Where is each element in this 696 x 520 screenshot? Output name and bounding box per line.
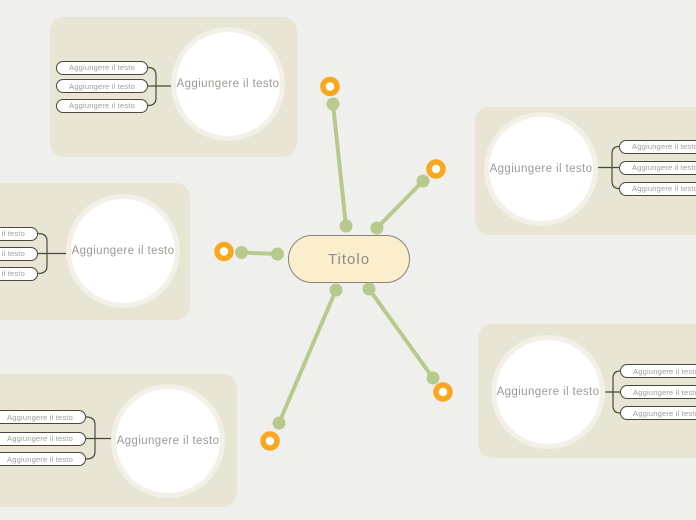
branch-line [367,287,435,380]
pill-label: Aggiungere il testo [633,387,696,397]
topic-circle-bottom-left[interactable]: Aggiungere il testo [111,384,225,498]
topic-label: Aggiungere il testo [176,78,280,90]
subtopic-pill[interactable]: Aggiungere il testo [0,431,86,446]
pill-label: Aggiungere il testo [0,229,25,238]
branch-origin-dot [370,221,384,235]
pill-label: Aggiungere il testo [0,269,25,278]
pill-label: Aggiungere il testo [7,412,73,422]
branch-handle-icon[interactable] [426,159,446,179]
subtopic-pill[interactable]: Aggiungere il testo [619,181,696,196]
subtopic-pill[interactable]: Aggiungere il testo [0,246,38,261]
pill-label: Aggiungere il testo [632,142,696,151]
subtopic-pill[interactable]: Aggiungere il testo [620,385,696,399]
topic-label: Aggiungere il testo [489,163,593,175]
topic-label: Aggiungere il testo [71,245,175,257]
branch-endpoint-dot [272,416,286,430]
branch-endpoint-dot [426,371,440,385]
branch-handle-icon[interactable] [320,76,340,97]
pill-label: Aggiungere il testo [632,163,696,172]
topic-circle-top-left[interactable]: Aggiungere il testo [171,27,285,141]
branch-endpoint-dot [235,246,248,259]
branch-endpoint-dot [416,174,430,188]
pill-label: Aggiungere il testo [633,366,696,376]
subtopic-pill[interactable]: Aggiungere il testo [620,406,696,420]
pill-label: Aggiungere il testo [69,81,135,91]
central-node-label: Titolo [327,250,371,268]
branch-handle-icon[interactable] [260,431,280,451]
branch-endpoint-dot [326,97,340,111]
topic-circle-top-right[interactable]: Aggiungere il testo [484,112,598,226]
subtopic-pill[interactable]: Aggiungere il testo [0,266,38,281]
subtopic-pill[interactable]: Aggiungere il testo [619,139,696,154]
subtopic-pill[interactable]: Aggiungere il testo [619,160,696,175]
subtopic-pill[interactable]: Aggiungere il testo [0,452,86,466]
branch-origin-dot [329,283,343,297]
branch-line [375,179,425,230]
branch-origin-dot [339,219,353,233]
pill-label: Aggiungere il testo [7,454,73,464]
central-node[interactable]: Titolo [288,235,410,283]
topic-label: Aggiungere il testo [116,435,220,447]
subtopic-pill[interactable]: Aggiungere il testo [0,410,86,424]
pill-label: Aggiungere il testo [69,101,135,110]
branch-line [331,102,348,228]
subtopic-pill[interactable]: Aggiungere il testo [0,226,38,241]
subtopic-pill[interactable]: Aggiungere il testo [620,364,696,378]
pill-label: Aggiungere il testo [632,184,696,193]
branch-line [277,288,338,425]
topic-circle-left-middle[interactable]: Aggiungere il testo [66,194,180,308]
pill-label: Aggiungere il testo [0,249,25,258]
branch-origin-dot [362,282,376,296]
pill-label: Aggiungere il testo [633,408,696,418]
branch-origin-dot [271,247,284,261]
subtopic-pill[interactable]: Aggiungere il testo [56,60,148,75]
topic-label: Aggiungere il testo [496,386,600,398]
branch-handle-icon[interactable] [433,382,453,402]
subtopic-pill[interactable]: Aggiungere il testo [56,98,148,113]
topic-circle-bottom-right[interactable]: Aggiungere il testo [491,335,605,449]
branch-handle-icon[interactable] [214,241,234,262]
pill-label: Aggiungere il testo [7,434,73,443]
pill-label: Aggiungere il testo [69,63,135,72]
branch-line [239,250,280,256]
subtopic-pill[interactable]: Aggiungere il testo [56,79,148,93]
